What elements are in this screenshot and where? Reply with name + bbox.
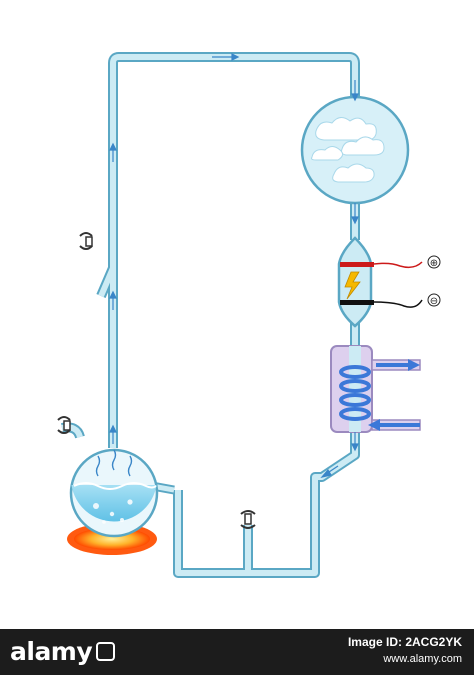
negative-electrode	[340, 300, 374, 305]
condenser	[330, 345, 421, 433]
brand-logo: alamy	[10, 637, 116, 666]
brand-mark-icon	[96, 642, 116, 661]
flow-arrow-top	[212, 53, 240, 61]
image-id: Image ID: 2ACG2YK	[347, 635, 462, 649]
boiling-flask	[69, 448, 159, 538]
flow-arrows	[109, 53, 359, 478]
flow-arrow-left-middle	[109, 290, 117, 310]
spark-chamber: ⊕ ⊖	[337, 236, 441, 328]
site-url: www.alamy.com	[383, 653, 462, 665]
flow-arrow-diagonal	[320, 465, 339, 478]
miller-urey-apparatus-diagram: ⊕ ⊖	[57, 52, 441, 578]
clouds	[311, 117, 385, 183]
flow-arrow-down-neck	[351, 203, 359, 225]
negative-terminal-symbol: ⊖	[430, 296, 438, 307]
positive-electrode	[340, 262, 374, 267]
coolant-out-arrow	[408, 359, 420, 371]
flow-arrow-condenser-exit	[351, 432, 359, 452]
flask-water	[71, 485, 157, 522]
flow-arrow-left-upper	[109, 142, 117, 162]
flow-arrow-left-lower	[109, 424, 117, 444]
flow-arrow-down-sphere	[351, 80, 359, 102]
coolant-in-arrow	[368, 419, 380, 431]
stopcock-bottom[interactable]	[240, 510, 256, 529]
stopcock-flask[interactable]	[57, 416, 71, 434]
positive-terminal-symbol: ⊕	[430, 258, 438, 269]
lightning-bolt-icon	[344, 271, 361, 300]
gas-chamber-sphere	[300, 95, 410, 205]
stock-watermark-bar: alamy Image ID: 2ACG2YK www.alamy.com	[0, 629, 474, 675]
negative-wire	[373, 299, 423, 308]
positive-wire	[373, 261, 423, 269]
cooling-coil	[339, 365, 371, 421]
steam-wisps	[95, 449, 133, 477]
stopcock-upper-left[interactable]	[79, 232, 93, 250]
